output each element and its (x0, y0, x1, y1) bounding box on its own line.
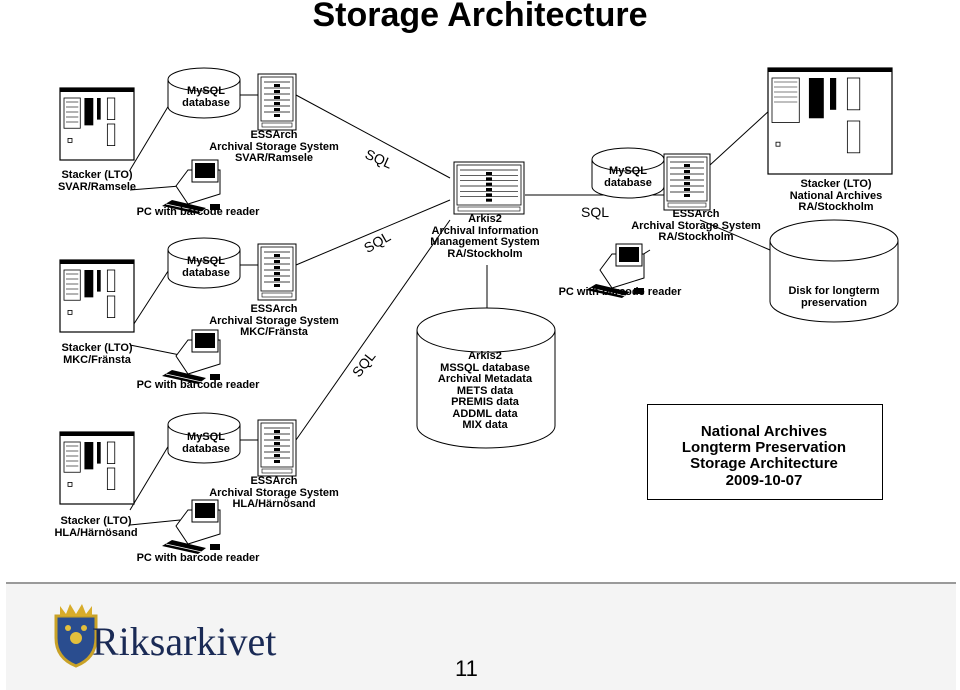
arkis-server-label: Arkis2 Archival Information Management S… (430, 213, 540, 260)
computer-icon (162, 329, 221, 384)
database-icon (591, 147, 665, 199)
connector-line (129, 264, 173, 331)
database-icon (167, 412, 241, 464)
brand-name: Riksarkivet (92, 619, 277, 664)
connector-line (129, 185, 181, 191)
summary-box (647, 404, 883, 500)
server-icon (257, 419, 297, 477)
server-icon (453, 161, 525, 215)
harnosand-mysql-label: MySQL database (182, 431, 230, 455)
computer-icon (162, 159, 221, 214)
connector-line (129, 519, 181, 526)
summary-text: National Archives Longterm Preservation … (681, 423, 847, 489)
ramsele-mysql-label: MySQL database (182, 85, 230, 109)
connector-line (129, 344, 181, 356)
fransta-pc-label: PC with barcode reader (136, 379, 260, 391)
server-icon (663, 153, 711, 211)
arkis-database-label: Arkis2 MSSQL database Archival Metadata … (437, 350, 533, 432)
sql-label: SQL (581, 204, 610, 220)
connector-line (709, 109, 771, 166)
stockholm-stacker-label: Stacker (LTO) National Archives RA/Stock… (789, 178, 883, 214)
fransta-mysql-label: MySQL database (182, 255, 230, 279)
fransta-essarch-label: ESSArch Archival Storage System MKC/Frän… (209, 303, 339, 339)
connector-line (129, 99, 173, 171)
tape-stacker-icon (59, 259, 135, 333)
tape-stacker-icon (59, 87, 135, 161)
harnosand-pc-label: PC with barcode reader (136, 552, 260, 564)
tape-stacker-icon (59, 431, 135, 505)
ramsele-pc-label: PC with barcode reader (136, 206, 260, 218)
harnosand-essarch-label: ESSArch Archival Storage System HLA/Härn… (209, 475, 339, 511)
disk-label: Disk for longterm preservation (788, 285, 880, 309)
stockholm-mysql-label: MySQL database (604, 165, 652, 189)
stockholm-pc-label: PC with barcode reader (558, 286, 682, 298)
harnosand-stacker-label: Stacker (LTO) HLA/Härnösand (54, 515, 138, 539)
database-icon (167, 67, 241, 119)
page-number: 11 (455, 656, 478, 681)
tape-stacker-icon (767, 67, 893, 175)
database-icon (769, 219, 899, 323)
fransta-stacker-label: Stacker (LTO) MKC/Fränsta (61, 342, 133, 366)
database-icon (167, 237, 241, 289)
server-icon (257, 243, 297, 301)
computer-icon (162, 499, 221, 554)
connector-line (295, 199, 451, 266)
page-title: Storage Architecture (312, 0, 648, 34)
stockholm-essarch-label: ESSArch Archival Storage System RA/Stock… (631, 208, 761, 244)
ramsele-essarch-label: ESSArch Archival Storage System SVAR/Ram… (209, 129, 339, 165)
server-icon (257, 73, 297, 131)
ramsele-stacker-label: Stacker (LTO) SVAR/Ramsele (57, 169, 137, 193)
footer-bar (6, 582, 956, 690)
connector-line (295, 219, 451, 441)
computer-icon (586, 243, 645, 298)
crest-icon (54, 604, 98, 668)
database-icon (416, 307, 556, 449)
connector-line (699, 219, 771, 251)
connector-line (129, 439, 173, 511)
connector-line (295, 94, 451, 179)
